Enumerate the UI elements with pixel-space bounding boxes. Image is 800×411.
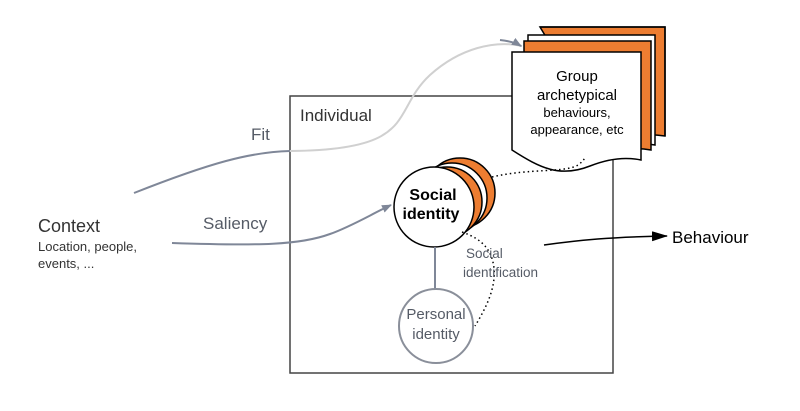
context-label: Context <box>38 216 100 236</box>
individual-label: Individual <box>300 106 372 125</box>
personal-identity-text-1: Personal <box>406 306 465 323</box>
social-identification-arc <box>461 231 495 327</box>
group-doc-front <box>511 51 642 172</box>
group-text-4: appearance, etc <box>530 122 624 137</box>
saliency-label: Saliency <box>203 214 268 233</box>
dotted-link-to-group <box>491 156 586 178</box>
fit-curve-arrow <box>499 37 522 47</box>
group-text-1: Group <box>556 68 598 85</box>
fit-curve-outer <box>133 150 291 194</box>
context-sub-2: events, ... <box>38 256 94 271</box>
saliency-curve <box>171 204 392 246</box>
group-text-2: archetypical <box>537 87 617 104</box>
social-identification-text-2: identification <box>463 265 538 280</box>
personal-identity-text-2: identity <box>412 326 460 343</box>
fit-curve-inner <box>289 43 523 152</box>
group-doc-back-white <box>540 26 666 136</box>
group-document-stack <box>511 26 666 172</box>
individual-box <box>289 95 614 374</box>
social-identification-text-1: Social <box>466 246 503 261</box>
context-sub-1: Location, people, <box>38 239 137 254</box>
fit-label: Fit <box>251 125 270 144</box>
social-identity-text-1: Social <box>409 187 456 204</box>
social-identity-text-2: identity <box>403 206 460 223</box>
group-text-3: behaviours, <box>543 105 610 120</box>
social-identity-stack <box>393 157 496 248</box>
personal-identity-circle <box>398 288 474 364</box>
behaviour-arrow <box>543 231 668 246</box>
behaviour-label: Behaviour <box>672 228 749 247</box>
